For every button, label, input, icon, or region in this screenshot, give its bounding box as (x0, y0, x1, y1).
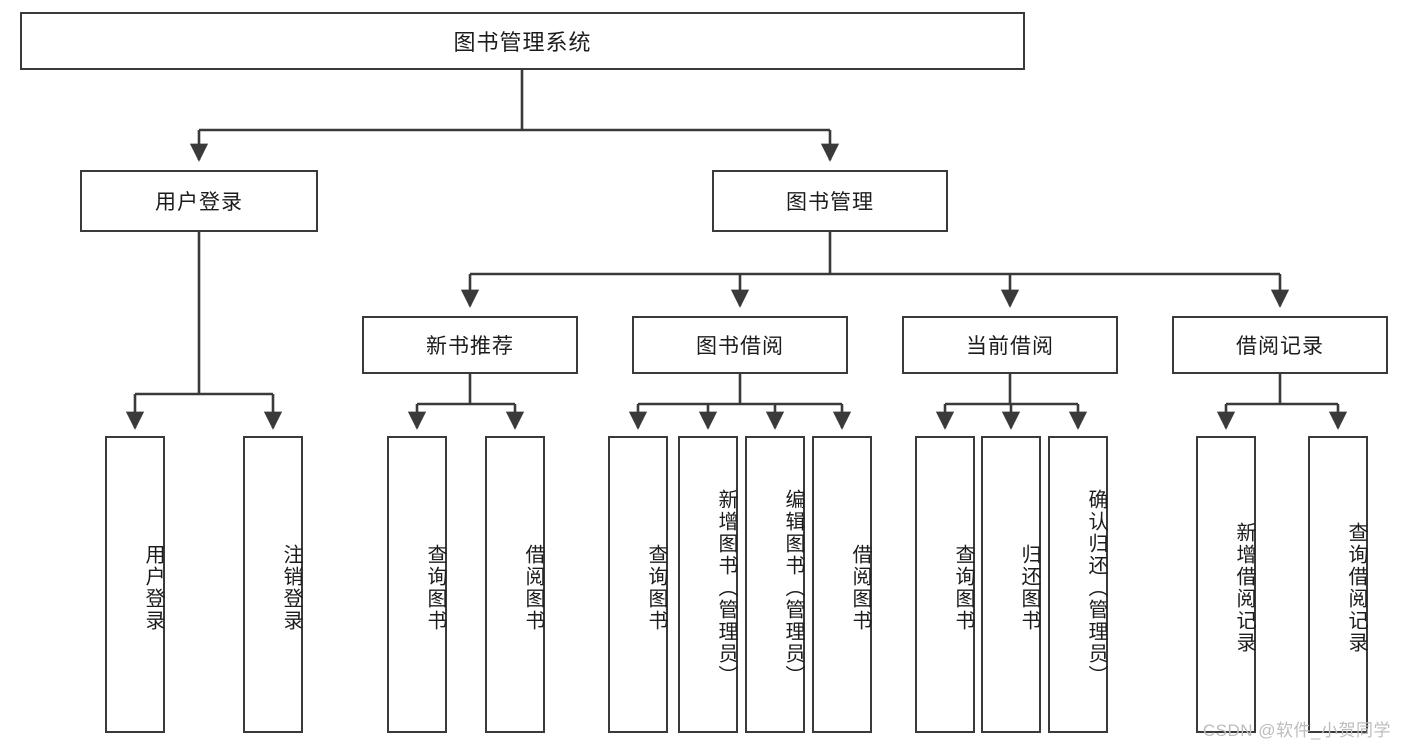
node-label: 新书推荐 (426, 335, 514, 358)
node-label: 新增图书（管理员） (715, 488, 737, 687)
node-label: 借阅图书 (849, 543, 871, 632)
node-label: 借阅图书 (522, 543, 544, 632)
node-label: 编辑图书（管理员） (782, 488, 804, 687)
leaf-user-login[interactable]: 用户登录 (105, 436, 165, 733)
node-label: 归还图书 (1018, 543, 1040, 632)
node-label: 查询图书 (424, 543, 446, 632)
node-label: 查询图书 (645, 543, 667, 632)
node-label: 图书管理 (786, 191, 874, 214)
leaf-confirm-return[interactable]: 确认归还（管理员） (1048, 436, 1108, 733)
leaf-query-book-recommend[interactable]: 查询图书 (387, 436, 447, 733)
csdn-watermark: CSDN @软件_小贺同学 (1202, 721, 1391, 740)
node-label: 确认归还（管理员） (1085, 488, 1107, 687)
leaf-borrow-book[interactable]: 借阅图书 (812, 436, 872, 733)
node-label: 用户登录 (142, 543, 164, 632)
node-label: 注销登录 (280, 543, 302, 632)
node-root-system[interactable]: 图书管理系统 (20, 12, 1025, 70)
node-new-book-recommend[interactable]: 新书推荐 (362, 316, 578, 374)
leaf-add-book[interactable]: 新增图书（管理员） (678, 436, 738, 733)
node-user-login[interactable]: 用户登录 (80, 170, 318, 232)
node-label: 图书借阅 (696, 335, 784, 358)
leaf-borrow-book-recommend[interactable]: 借阅图书 (485, 436, 545, 733)
leaf-add-borrow-record[interactable]: 新增借阅记录 (1196, 436, 1256, 733)
node-borrow-record[interactable]: 借阅记录 (1172, 316, 1388, 374)
node-label: 用户登录 (155, 191, 243, 214)
leaf-return-book[interactable]: 归还图书 (981, 436, 1041, 733)
leaf-query-book-borrow[interactable]: 查询图书 (608, 436, 668, 733)
node-label: 借阅记录 (1236, 335, 1324, 358)
leaf-query-borrow-record[interactable]: 查询借阅记录 (1308, 436, 1368, 733)
node-current-borrow[interactable]: 当前借阅 (902, 316, 1118, 374)
leaf-edit-book[interactable]: 编辑图书（管理员） (745, 436, 805, 733)
node-label: 查询借阅记录 (1345, 521, 1367, 654)
node-label: 当前借阅 (966, 335, 1054, 358)
leaf-query-book-current[interactable]: 查询图书 (915, 436, 975, 733)
node-label: 新增借阅记录 (1233, 521, 1255, 654)
leaf-logout[interactable]: 注销登录 (243, 436, 303, 733)
node-label: 图书管理系统 (453, 30, 592, 55)
node-label: 查询图书 (952, 543, 974, 632)
node-book-manage[interactable]: 图书管理 (712, 170, 948, 232)
node-book-borrow[interactable]: 图书借阅 (632, 316, 848, 374)
